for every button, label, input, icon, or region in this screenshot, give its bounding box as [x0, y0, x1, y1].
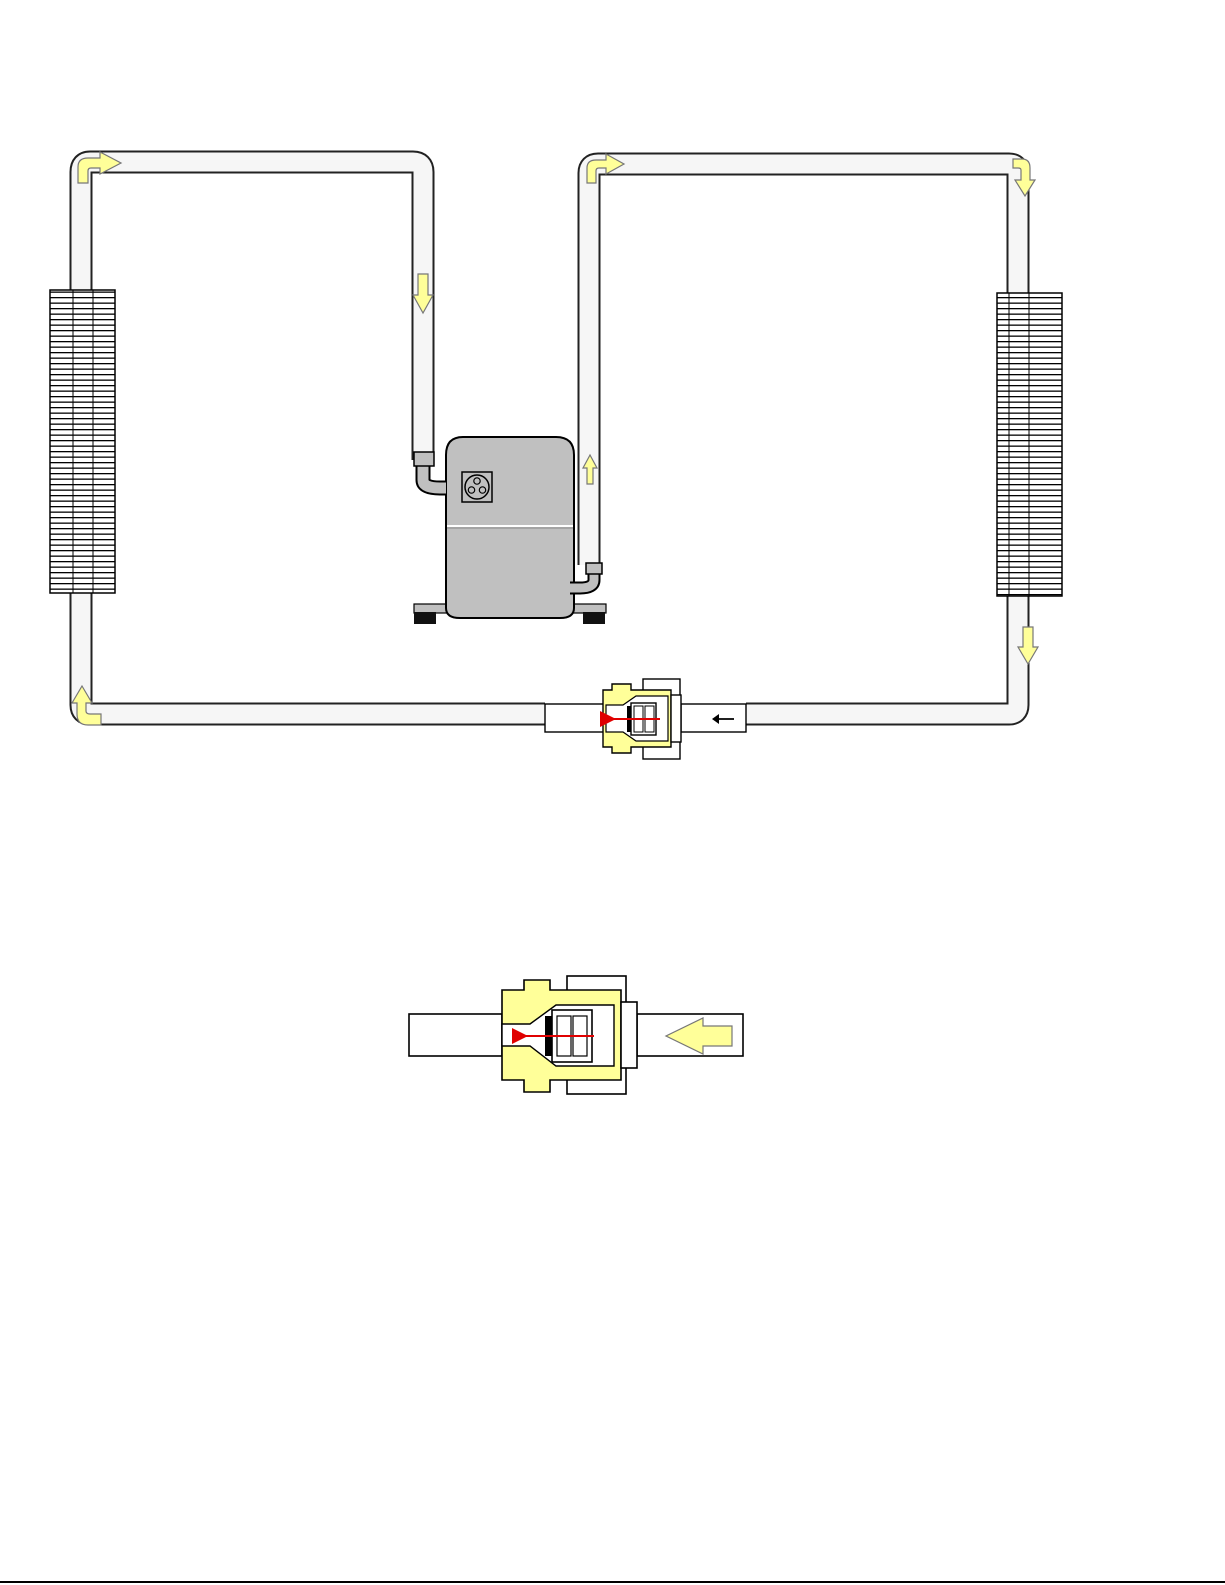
check-valve: [545, 679, 746, 759]
compressor: [414, 437, 606, 624]
check-valve-detail: [409, 976, 743, 1094]
right-pipe-loop: [589, 164, 1018, 714]
right-coil: [997, 293, 1062, 596]
left-coil: [50, 290, 115, 593]
terminal-box-icon: [462, 472, 492, 502]
